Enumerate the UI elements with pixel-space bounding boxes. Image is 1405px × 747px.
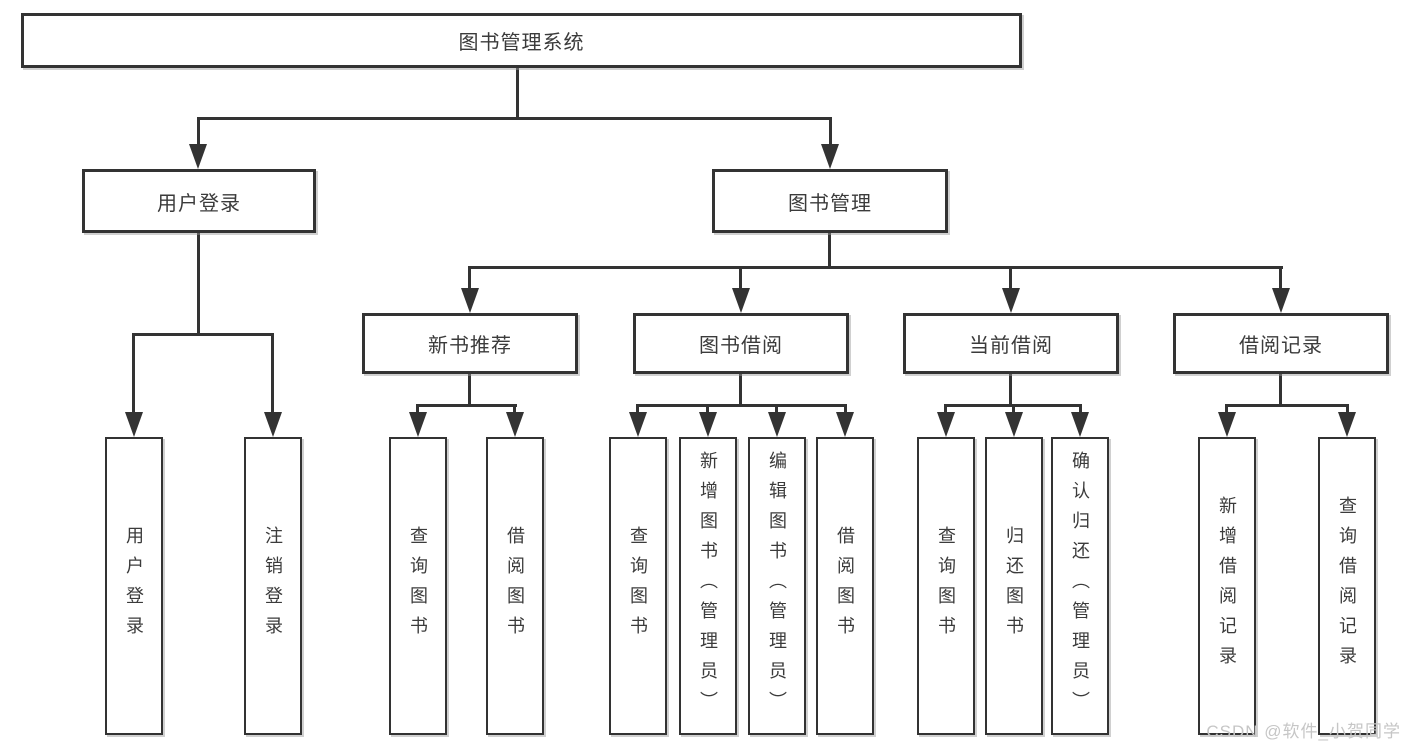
arrowhead-down-icon — [264, 412, 282, 437]
arrowhead-down-icon — [836, 412, 854, 437]
arrowhead-down-icon — [629, 412, 647, 437]
connector-stem-leaf — [636, 404, 639, 417]
leaf-query-borrow-record: 查询借阅记录 — [1318, 437, 1376, 735]
connector-stem-leaf — [513, 404, 516, 417]
node-label: 新增图书（管理员） — [698, 451, 718, 721]
leaf-borrow-books: 借阅图书 — [816, 437, 874, 735]
leaf-confirm-return-admin: 确认归还（管理员） — [1051, 437, 1109, 735]
node-label: 用户登录 — [157, 192, 241, 215]
node-label: 查询图书 — [628, 526, 648, 646]
node-label: 新书推荐 — [428, 335, 512, 357]
node-label: 借阅图书 — [835, 526, 855, 646]
arrowhead-down-icon — [1005, 412, 1023, 437]
node-user-login: 用户登录 — [82, 169, 316, 233]
connector-stem-current-borrow — [1009, 266, 1012, 290]
arrowhead-down-icon — [768, 412, 786, 437]
arrowhead-down-icon — [461, 288, 479, 313]
connector-group-bar-book-borrow — [636, 404, 847, 407]
arrowhead-down-icon — [189, 144, 207, 169]
connector-stem-leaf — [1346, 404, 1349, 417]
node-label: 当前借阅 — [969, 335, 1053, 357]
node-label: 图书管理系统 — [458, 32, 585, 54]
connector-level2-bar — [197, 117, 832, 120]
leaf-query-books-recommend: 查询图书 — [389, 437, 447, 735]
csdn-watermark: CSDN @软件_小贺同学 — [1206, 722, 1401, 741]
node-label: 确认归还（管理员） — [1070, 451, 1090, 721]
arrowhead-down-icon — [506, 412, 524, 437]
arrowhead-down-icon — [409, 412, 427, 437]
connector-stem-leaf — [416, 404, 419, 417]
connector-stem-leaf — [1079, 404, 1082, 417]
leaf-user-login: 用户登录 — [105, 437, 163, 735]
connector-stem-leaf — [706, 404, 709, 417]
connector-current-borrow-stem — [1009, 371, 1012, 407]
connector-group-bar-new-book-rec — [416, 404, 517, 407]
connector-stem-leaf — [1225, 404, 1228, 417]
connector-stem-borrow-record — [1279, 266, 1282, 290]
arrowhead-down-icon — [937, 412, 955, 437]
arrowhead-down-icon — [821, 144, 839, 169]
node-label: 注销登录 — [263, 526, 283, 646]
connector-stem-leaf — [132, 333, 135, 415]
node-label: 归还图书 — [1004, 526, 1024, 646]
connector-stem-leaf — [1012, 404, 1015, 417]
node-new-book-recommend: 新书推荐 — [362, 313, 578, 374]
connector-user-login-bar — [132, 333, 274, 336]
node-borrowing-records: 借阅记录 — [1173, 313, 1389, 374]
connector-user-login-stem — [197, 231, 200, 335]
node-label: 查询图书 — [936, 526, 956, 646]
leaf-edit-books-admin: 编辑图书（管理员） — [748, 437, 806, 735]
connector-stem-leaf — [271, 333, 274, 415]
node-label: 编辑图书（管理员） — [767, 451, 787, 721]
leaf-query-books-current: 查询图书 — [917, 437, 975, 735]
connector-borrow-record-stem — [1279, 371, 1282, 407]
arrowhead-down-icon — [732, 288, 750, 313]
node-label: 查询图书 — [408, 526, 428, 646]
connector-stem-leaf — [844, 404, 847, 417]
node-label: 借阅记录 — [1239, 335, 1323, 357]
node-current-borrowing: 当前借阅 — [903, 313, 1119, 374]
leaf-add-borrow-record: 新增借阅记录 — [1198, 437, 1256, 735]
node-label: 图书借阅 — [699, 335, 783, 357]
connector-book-mgmt-stem — [828, 231, 831, 269]
node-book-management: 图书管理 — [712, 169, 948, 233]
leaf-query-books: 查询图书 — [609, 437, 667, 735]
connector-stem-leaf — [944, 404, 947, 417]
connector-new-book-rec-stem — [468, 371, 471, 407]
node-library-management-system: 图书管理系统 — [21, 13, 1022, 68]
arrowhead-down-icon — [1002, 288, 1020, 313]
arrowhead-down-icon — [1338, 412, 1356, 437]
leaf-borrow-books-recommend: 借阅图书 — [486, 437, 544, 735]
leaf-add-books-admin: 新增图书（管理员） — [679, 437, 737, 735]
connector-stem-book-borrow — [739, 266, 742, 290]
leaf-return-books: 归还图书 — [985, 437, 1043, 735]
connector-stem-book-mgmt — [829, 117, 832, 147]
arrowhead-down-icon — [699, 412, 717, 437]
connector-stem-new-book-rec — [468, 266, 471, 290]
leaf-logout: 注销登录 — [244, 437, 302, 735]
node-label: 借阅图书 — [505, 526, 525, 646]
node-label: 用户登录 — [124, 526, 144, 646]
node-book-borrowing: 图书借阅 — [633, 313, 849, 374]
arrowhead-down-icon — [1218, 412, 1236, 437]
node-label: 图书管理 — [788, 192, 872, 215]
connector-stem-leaf — [775, 404, 778, 417]
connector-group-bar-borrow-record — [1225, 404, 1349, 407]
connector-root-stem — [516, 66, 519, 118]
connector-level3-bar — [468, 266, 1283, 269]
arrowhead-down-icon — [125, 412, 143, 437]
node-label: 查询借阅记录 — [1337, 496, 1357, 676]
arrowhead-down-icon — [1071, 412, 1089, 437]
connector-stem-user-login — [197, 117, 200, 147]
node-label: 新增借阅记录 — [1217, 496, 1237, 676]
connector-book-borrow-stem — [739, 371, 742, 407]
arrowhead-down-icon — [1272, 288, 1290, 313]
